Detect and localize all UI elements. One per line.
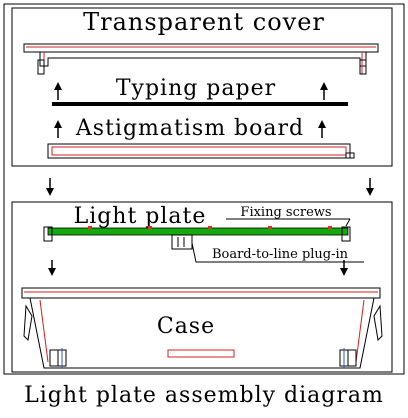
down-arrow-left-1 xyxy=(46,178,54,196)
light-plate-label: Light plate xyxy=(74,204,207,229)
case-label: Case xyxy=(157,314,215,339)
outer-frame xyxy=(3,3,405,375)
up-arrow-left-2 xyxy=(54,120,62,138)
down-arrow-right-1 xyxy=(366,178,374,196)
transparent-cover-label: Transparent cover xyxy=(83,8,325,36)
fixing-screws-label: Fixing screws xyxy=(240,205,331,220)
astigmatism-board-part xyxy=(47,143,355,159)
light-plate-part xyxy=(43,226,351,242)
down-arrow-left-2 xyxy=(48,260,56,276)
up-arrow-right-2 xyxy=(318,120,326,138)
fixing-screws-leader xyxy=(345,218,351,227)
board-to-line-connector xyxy=(171,234,364,263)
transparent-cover-part xyxy=(23,43,379,75)
lower-section-frame xyxy=(11,201,393,373)
typing-paper-label: Typing paper xyxy=(116,76,276,101)
up-arrow-right-1 xyxy=(320,82,328,100)
up-arrow-left-1 xyxy=(54,82,62,100)
astigmatism-board-label: Astigmatism board xyxy=(75,116,304,141)
down-arrow-right-2 xyxy=(340,260,348,276)
upper-section-frame xyxy=(11,7,393,167)
board-to-line-plugin-label: Board-to-line plug-in xyxy=(212,247,349,262)
case-part xyxy=(21,287,383,369)
typing-paper-sheet xyxy=(52,102,348,106)
diagram-caption: Light plate assembly diagram xyxy=(24,383,384,408)
